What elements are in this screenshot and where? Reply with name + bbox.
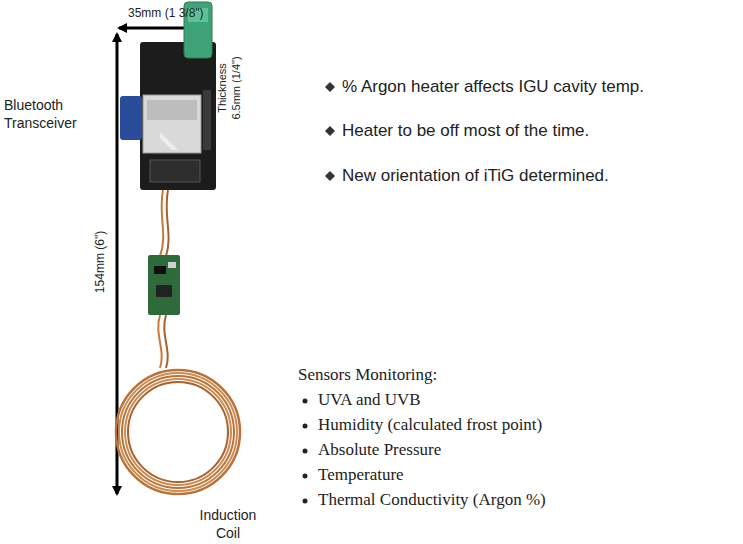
note-text: New orientation of iTiG determined. bbox=[342, 165, 609, 187]
wire bbox=[164, 315, 167, 368]
chip bbox=[156, 285, 172, 297]
note-text: Heater to be off most of the time. bbox=[342, 120, 589, 142]
wire bbox=[158, 315, 161, 368]
pcb-pins bbox=[203, 90, 211, 150]
component bbox=[168, 262, 176, 268]
module-label bbox=[147, 100, 197, 120]
list-bullet bbox=[303, 474, 308, 479]
induction-coil bbox=[116, 370, 240, 494]
wire bbox=[166, 190, 169, 256]
sensor-item: Absolute Pressure bbox=[318, 439, 441, 461]
pcb-components bbox=[150, 160, 200, 182]
chip bbox=[154, 266, 166, 274]
part-label: Induction Coil bbox=[188, 506, 268, 542]
diamond-bullet bbox=[325, 171, 335, 181]
dimension-label: 154mm (6") bbox=[93, 231, 109, 293]
list-heading: Sensors Monitoring: bbox=[298, 364, 437, 386]
shielded-module bbox=[143, 95, 201, 153]
sensor-item: UVA and UVB bbox=[318, 389, 421, 411]
list-bullet bbox=[303, 499, 308, 504]
driver-board bbox=[148, 255, 180, 315]
sensor-item: Humidity (calculated frost point) bbox=[318, 414, 542, 436]
sensor-item: Thermal Conductivity (Argon %) bbox=[318, 489, 546, 511]
wire bbox=[160, 190, 163, 256]
dimension-label: 35mm (1 3/8") bbox=[128, 6, 204, 22]
diamond-bullet bbox=[325, 82, 335, 92]
list-bullet bbox=[303, 449, 308, 454]
sensor-item: Temperature bbox=[318, 464, 404, 486]
dimension-label: Thickness 6.5mm (1/4") bbox=[215, 50, 244, 126]
main-pcb bbox=[140, 42, 216, 190]
diamond-bullet bbox=[325, 126, 335, 136]
note-text: % Argon heater affects IGU cavity temp. bbox=[342, 76, 644, 98]
logo-mark bbox=[160, 132, 178, 150]
list-bullet bbox=[303, 424, 308, 429]
list-bullet bbox=[303, 399, 308, 404]
part-label: Bluetooth Transceiver bbox=[4, 96, 86, 132]
bluetooth-module bbox=[120, 96, 142, 140]
